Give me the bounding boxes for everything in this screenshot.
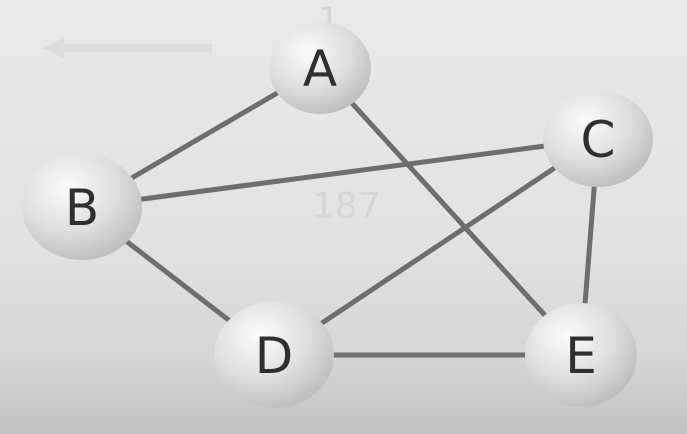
edge-c-d <box>271 136 601 358</box>
node-e: E <box>525 303 637 407</box>
node-circle <box>525 303 637 407</box>
nodes: A B C D E <box>22 22 653 408</box>
edges <box>79 65 601 358</box>
edge-b-c <box>79 136 601 210</box>
node-circle <box>22 154 142 260</box>
show-through-number-bottom: 187 <box>312 186 381 227</box>
node-label: D <box>255 327 294 385</box>
show-through-arrow <box>42 38 212 58</box>
node-a: A <box>269 22 371 114</box>
node-label: C <box>581 111 616 169</box>
node-circle <box>543 91 653 187</box>
node-circle <box>214 302 334 408</box>
node-d: D <box>214 302 334 408</box>
edge-a-e <box>317 65 584 358</box>
node-b: B <box>22 154 142 260</box>
node-circle <box>269 22 371 114</box>
node-label: A <box>303 40 337 98</box>
node-c: C <box>543 91 653 187</box>
node-label: E <box>565 327 597 385</box>
node-label: B <box>65 179 99 237</box>
